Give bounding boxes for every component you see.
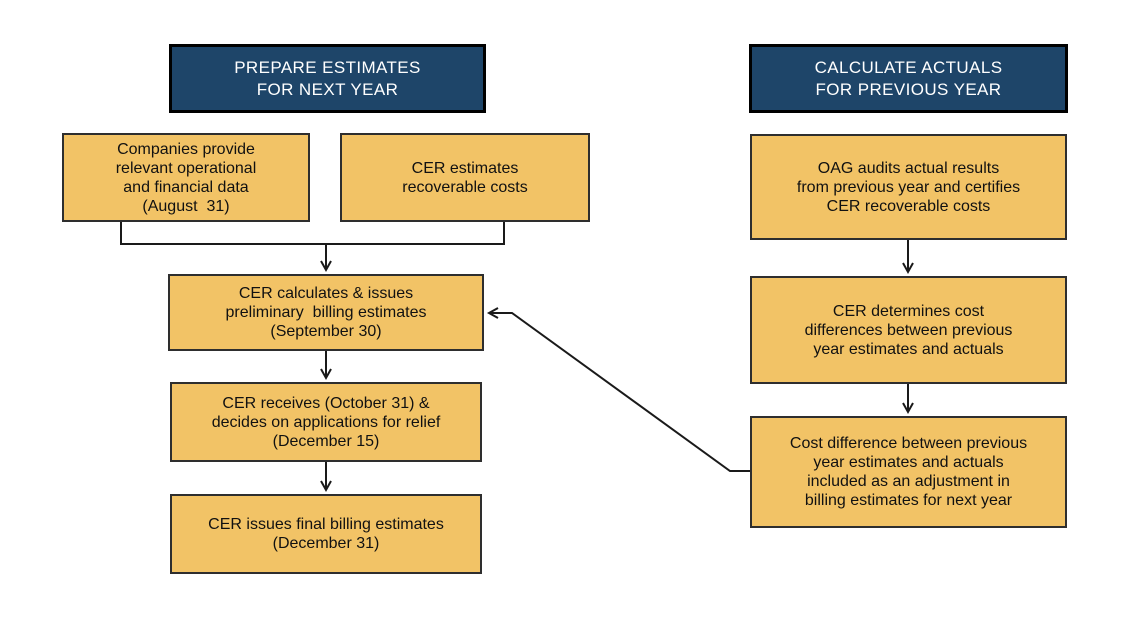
box-cer-determines-cost-differences: CER determines cost differences between …: [750, 276, 1067, 384]
box-companies-provide-data: Companies provide relevant operational a…: [62, 133, 310, 222]
header-calculate-actuals: CALCULATE ACTUALS FOR PREVIOUS YEAR: [749, 44, 1068, 113]
connector-adjustment-to-preliminary: [486, 307, 750, 472]
box-cost-difference-adjustment: Cost difference between previous year es…: [750, 416, 1067, 528]
box-cer-applications-for-relief: CER receives (October 31) & decides on a…: [170, 382, 482, 462]
box-cer-final-billing-estimates: CER issues final billing estimates (Dece…: [170, 494, 482, 574]
box-oag-audits-actual-results: OAG audits actual results from previous …: [750, 134, 1067, 240]
box-cer-preliminary-billing-estimates: CER calculates & issues preliminary bill…: [168, 274, 484, 351]
header-prepare-estimates: PREPARE ESTIMATES FOR NEXT YEAR: [169, 44, 486, 113]
connector-merge-line: [120, 222, 505, 245]
box-cer-estimates-recoverable-costs: CER estimates recoverable costs: [340, 133, 590, 222]
